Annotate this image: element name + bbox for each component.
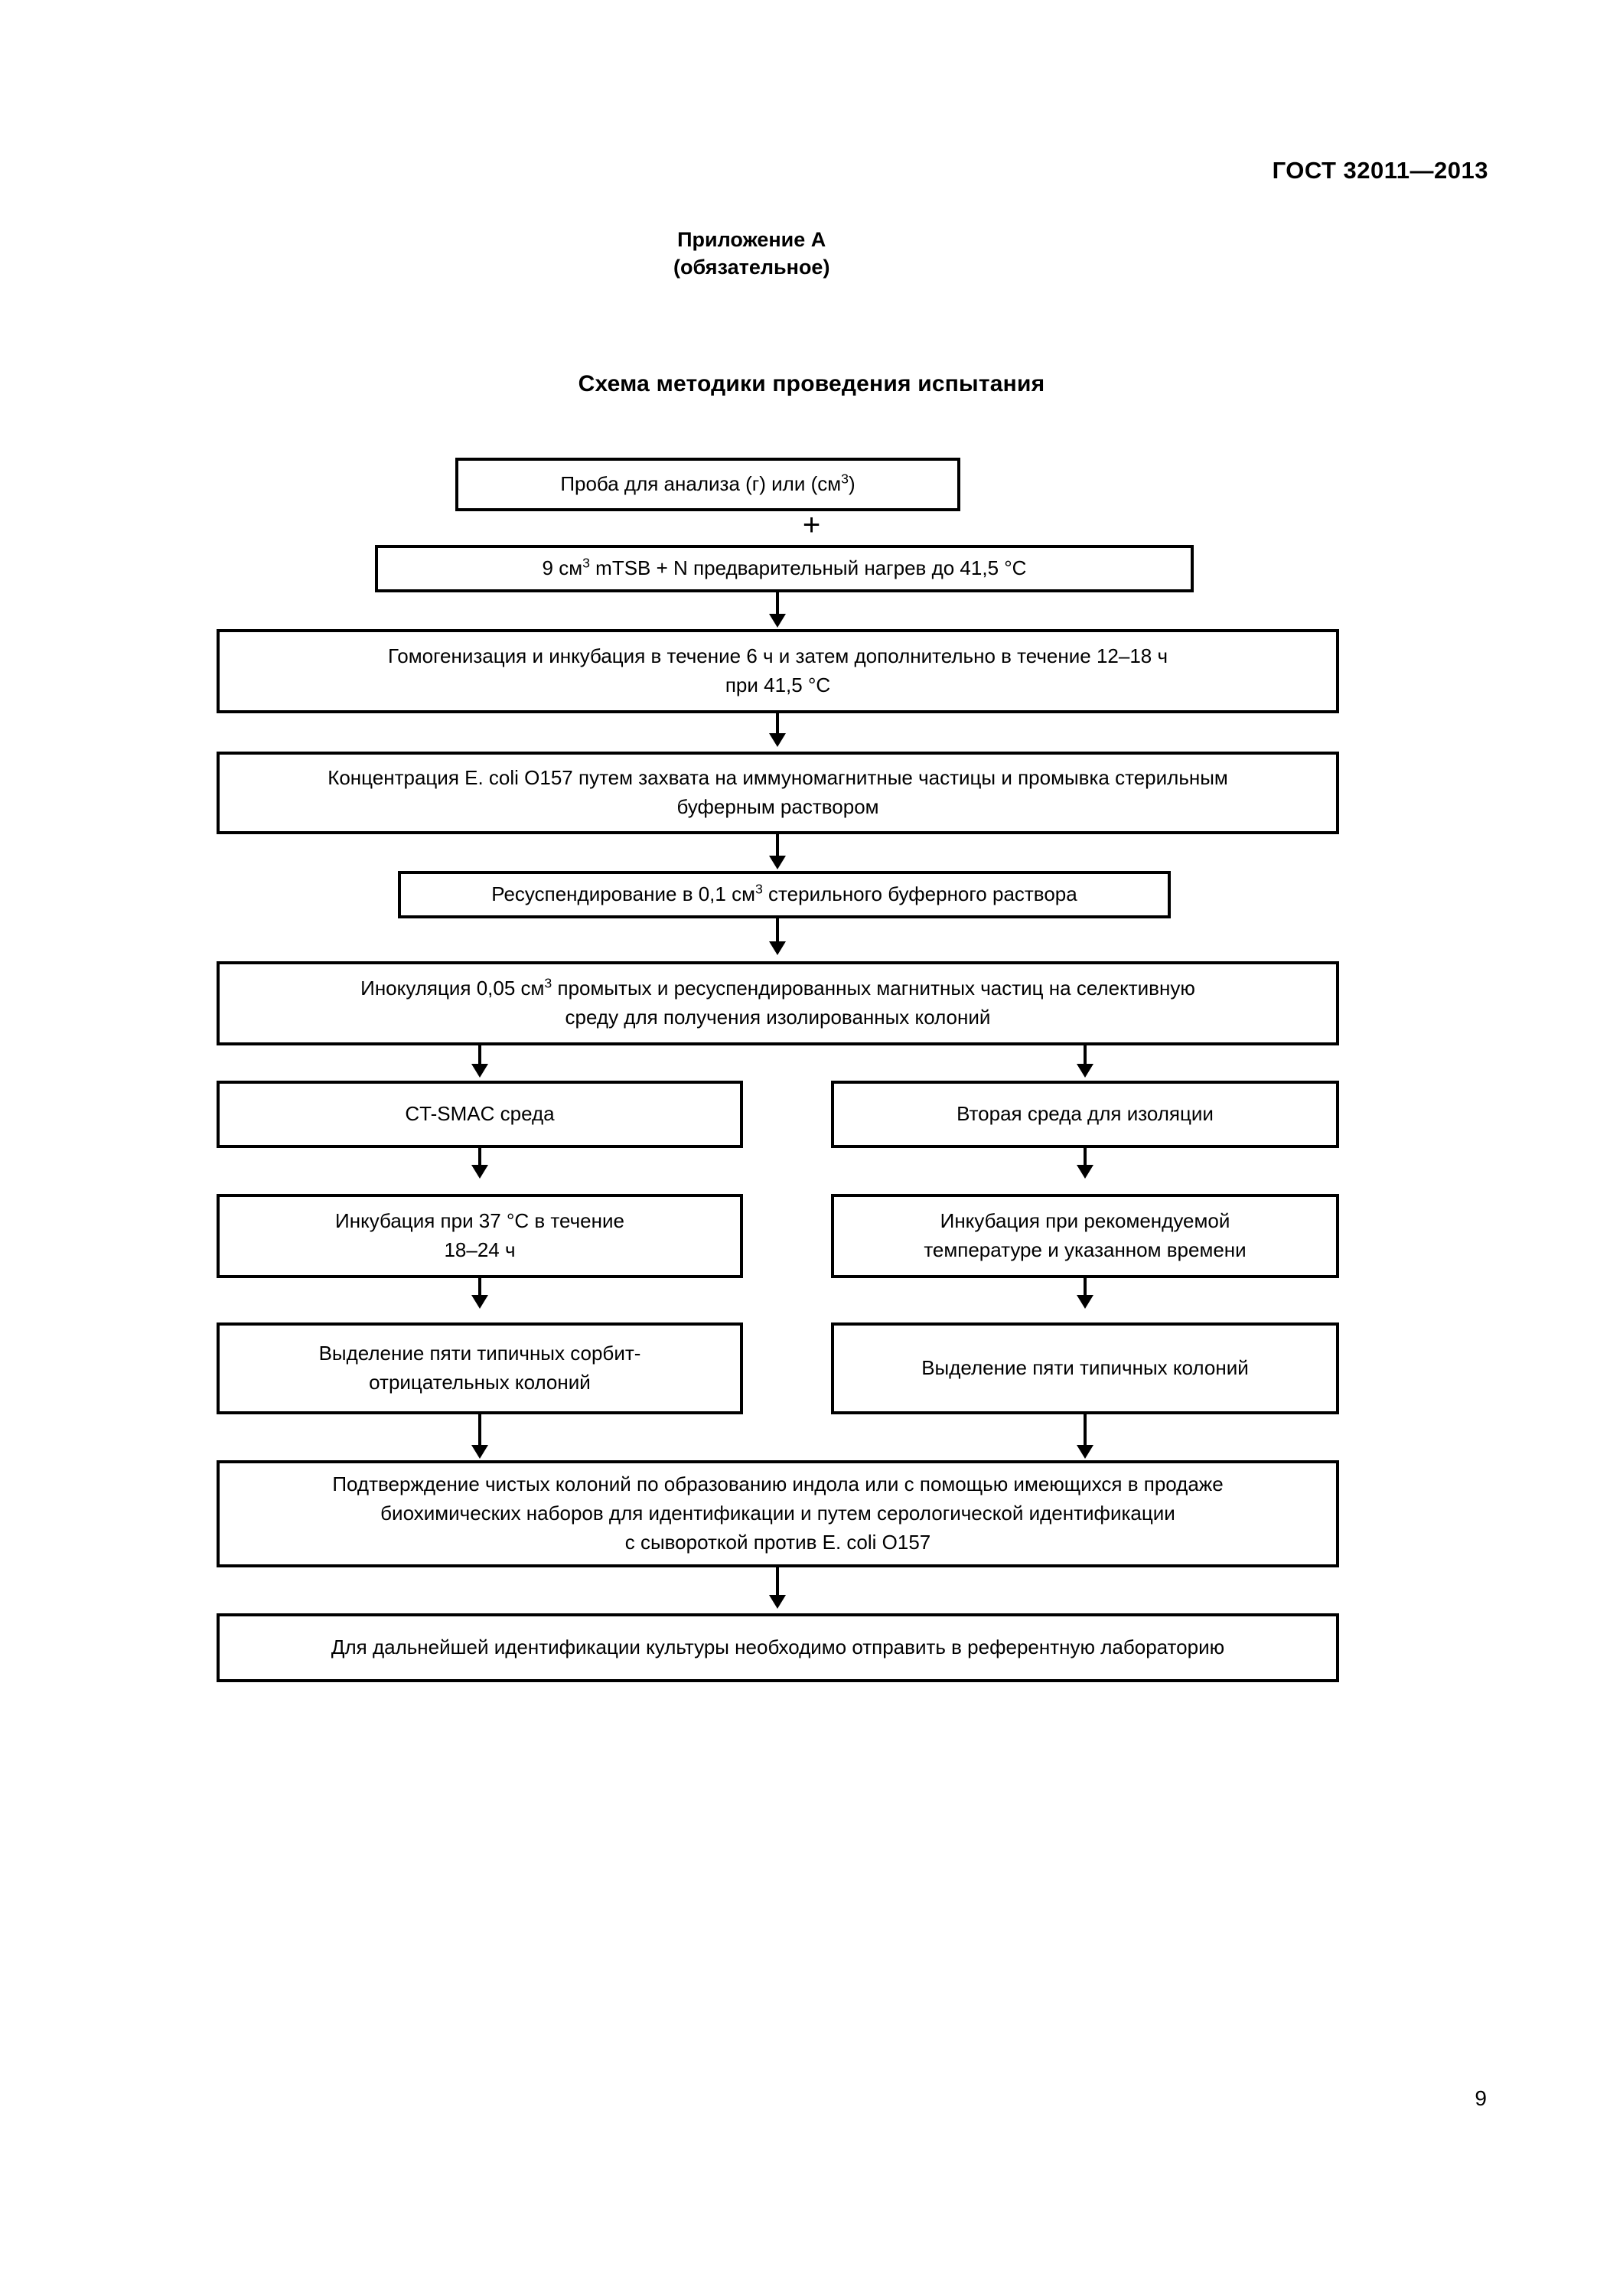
connector-arrow — [471, 1295, 488, 1309]
scheme-title: Схема методики проведения испытания — [578, 371, 1045, 396]
flow-node-text: Инокуляция 0,05 см3 промытых и ресуспенд… — [360, 975, 1195, 1029]
flow-node-text: Вторая среда для изоляции — [957, 1102, 1214, 1126]
flow-node-mtsb-preheat: 9 см3 mTSB + N предварительный нагрев до… — [375, 545, 1194, 592]
flow-node-incubation-recommended: Инкубация при рекомендуемой температуре … — [831, 1194, 1339, 1278]
annex-caption: Приложение А (обязательное) — [673, 226, 829, 282]
superscript-3: 3 — [544, 975, 552, 991]
annex-subtitle: (обязательное) — [673, 256, 830, 279]
flow-node-isolate-typical-colonies: Выделение пяти типичных колоний — [831, 1322, 1339, 1414]
flow-node-text: Концентрация E. coli O157 путем захвата … — [328, 766, 1228, 818]
connector-line — [1084, 1278, 1087, 1295]
connector-line — [1084, 1045, 1087, 1064]
connector-line — [478, 1045, 481, 1064]
flow-node-text: Для дальнейшей идентификации культуры не… — [331, 1636, 1225, 1659]
flow-node-incubation-37c: Инкубация при 37 °C в течение 18–24 ч — [217, 1194, 743, 1278]
connector-arrow — [769, 856, 786, 869]
connector-line — [478, 1278, 481, 1295]
connector-line — [1084, 1414, 1087, 1445]
page-number: 9 — [1475, 2086, 1487, 2110]
connector-line — [776, 592, 779, 615]
flow-node-homogenization-incubation: Гомогенизация и инкубация в течение 6 ч … — [217, 629, 1339, 713]
flow-node-reference-laboratory: Для дальнейшей идентификации культуры не… — [217, 1613, 1339, 1682]
flow-node-text: Проба для анализа (г) или (см3) — [560, 471, 855, 496]
flow-node-text: Ресуспендирование в 0,1 см3 стерильного … — [491, 881, 1077, 906]
flow-node-concentration-ecoli: Концентрация E. coli O157 путем захвата … — [217, 752, 1339, 834]
superscript-3: 3 — [582, 555, 590, 571]
connector-line — [776, 834, 779, 856]
flow-node-sample-for-analysis: Проба для анализа (г) или (см3) — [455, 458, 960, 511]
connector-line — [776, 918, 779, 941]
superscript-3: 3 — [754, 881, 763, 897]
flow-node-text: Выделение пяти типичных колоний — [921, 1356, 1249, 1380]
test-procedure-flowchart: Проба для анализа (г) или (см3) + 9 см3 … — [217, 458, 1339, 1682]
connector-arrow — [471, 1064, 488, 1078]
connector-arrow — [471, 1165, 488, 1179]
connector-arrow — [769, 614, 786, 628]
flow-node-text: Инкубация при 37 °C в течение 18–24 ч — [335, 1209, 624, 1261]
flow-node-text: CT-SMAC среда — [405, 1102, 555, 1126]
connector-arrow — [1077, 1064, 1093, 1078]
connector-arrow — [769, 733, 786, 747]
flow-node-text: Подтверждение чистых колоний по образова… — [332, 1473, 1224, 1554]
connector-line — [776, 1567, 779, 1595]
flow-node-inoculation: Инокуляция 0,05 см3 промытых и ресуспенд… — [217, 961, 1339, 1045]
flow-node-resuspension: Ресуспендирование в 0,1 см3 стерильного … — [398, 871, 1171, 918]
annex-title: Приложение А — [677, 228, 826, 251]
superscript-3: 3 — [841, 471, 849, 487]
flow-node-second-isolation-medium: Вторая среда для изоляции — [831, 1081, 1339, 1148]
flow-node-text: 9 см3 mTSB + N предварительный нагрев до… — [542, 555, 1027, 580]
flow-node-text: Выделение пяти типичных сорбит- отрицате… — [318, 1342, 641, 1394]
connector-arrow — [1077, 1445, 1093, 1459]
connector-arrow — [1077, 1295, 1093, 1309]
flow-node-ct-smac-medium: CT-SMAC среда — [217, 1081, 743, 1148]
connector-line — [776, 713, 779, 733]
connector-line — [478, 1414, 481, 1445]
flow-node-confirmation: Подтверждение чистых колоний по образова… — [217, 1460, 1339, 1567]
connector-line — [478, 1148, 481, 1165]
connector-line — [1084, 1148, 1087, 1165]
connector-arrow — [769, 941, 786, 955]
document-standard-number: ГОСТ 32011—2013 — [1272, 157, 1488, 184]
connector-arrow — [471, 1445, 488, 1459]
connector-arrow — [1077, 1165, 1093, 1179]
flow-node-isolate-sorbitol-negative: Выделение пяти типичных сорбит- отрицате… — [217, 1322, 743, 1414]
plus-operator: + — [802, 508, 821, 542]
flow-node-text: Инкубация при рекомендуемой температуре … — [924, 1209, 1247, 1261]
connector-arrow — [769, 1595, 786, 1609]
flow-node-text: Гомогенизация и инкубация в течение 6 ч … — [387, 644, 1168, 696]
